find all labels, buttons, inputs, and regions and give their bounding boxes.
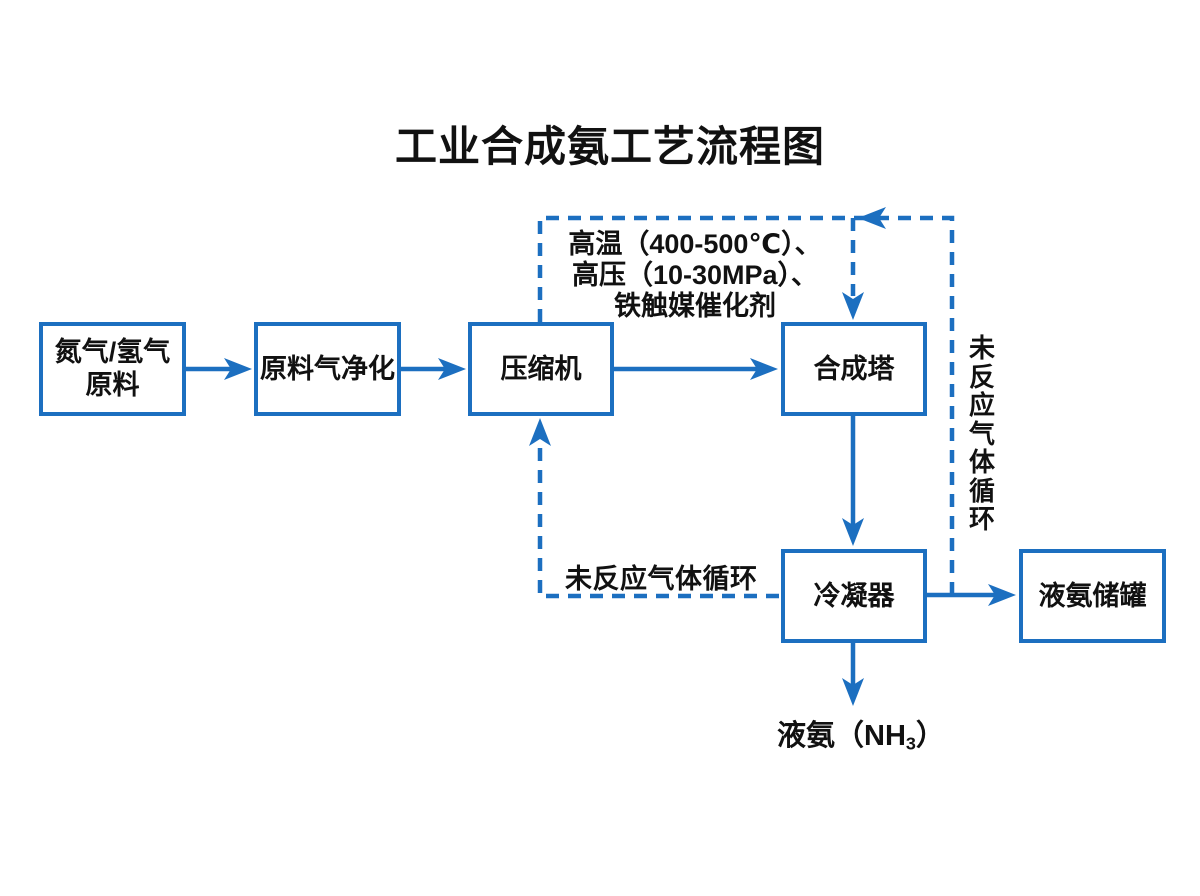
arrowhead-up-icon xyxy=(529,418,551,446)
page-title: 工业合成氨工艺流程图 xyxy=(394,123,826,170)
arrowhead-left-icon xyxy=(858,207,886,229)
product-label-subscript: 3 xyxy=(905,733,916,754)
recycle-label-horizontal: 未反应气体循环 xyxy=(565,564,758,594)
arrowhead-right-icon xyxy=(750,358,778,380)
node-ammonia-tank: 液氨储罐 xyxy=(1019,549,1166,643)
reaction-conditions-label: 高温（400-500℃）、 高压（10-30MPa）、 铁触媒催化剂 xyxy=(568,229,822,321)
arrowhead-right-icon xyxy=(438,358,466,380)
arrowhead-right-icon xyxy=(988,584,1016,606)
arrowhead-down-icon xyxy=(842,518,864,546)
node-compressor: 压缩机 xyxy=(468,322,614,416)
recycle-label-vertical: 未反应气体循环 xyxy=(968,333,995,534)
product-label-suffix: ） xyxy=(915,720,945,752)
node-raw-material: 氮气/氢气 原料 xyxy=(39,322,186,416)
node-synthesis-tower: 合成塔 xyxy=(781,322,927,416)
node-purification: 原料气净化 xyxy=(254,322,401,416)
arrowhead-down-icon xyxy=(842,292,864,320)
recycle-to-compressor-dashed xyxy=(537,442,779,599)
node-condenser: 冷凝器 xyxy=(781,549,927,643)
recycle-loop-outer-dashed xyxy=(537,215,955,593)
arrowhead-down-icon xyxy=(842,678,864,706)
product-label-prefix: 液氨（NH xyxy=(777,720,906,752)
arrowhead-right-icon xyxy=(224,358,252,380)
product-label: 液氨（NH3） xyxy=(777,712,945,754)
